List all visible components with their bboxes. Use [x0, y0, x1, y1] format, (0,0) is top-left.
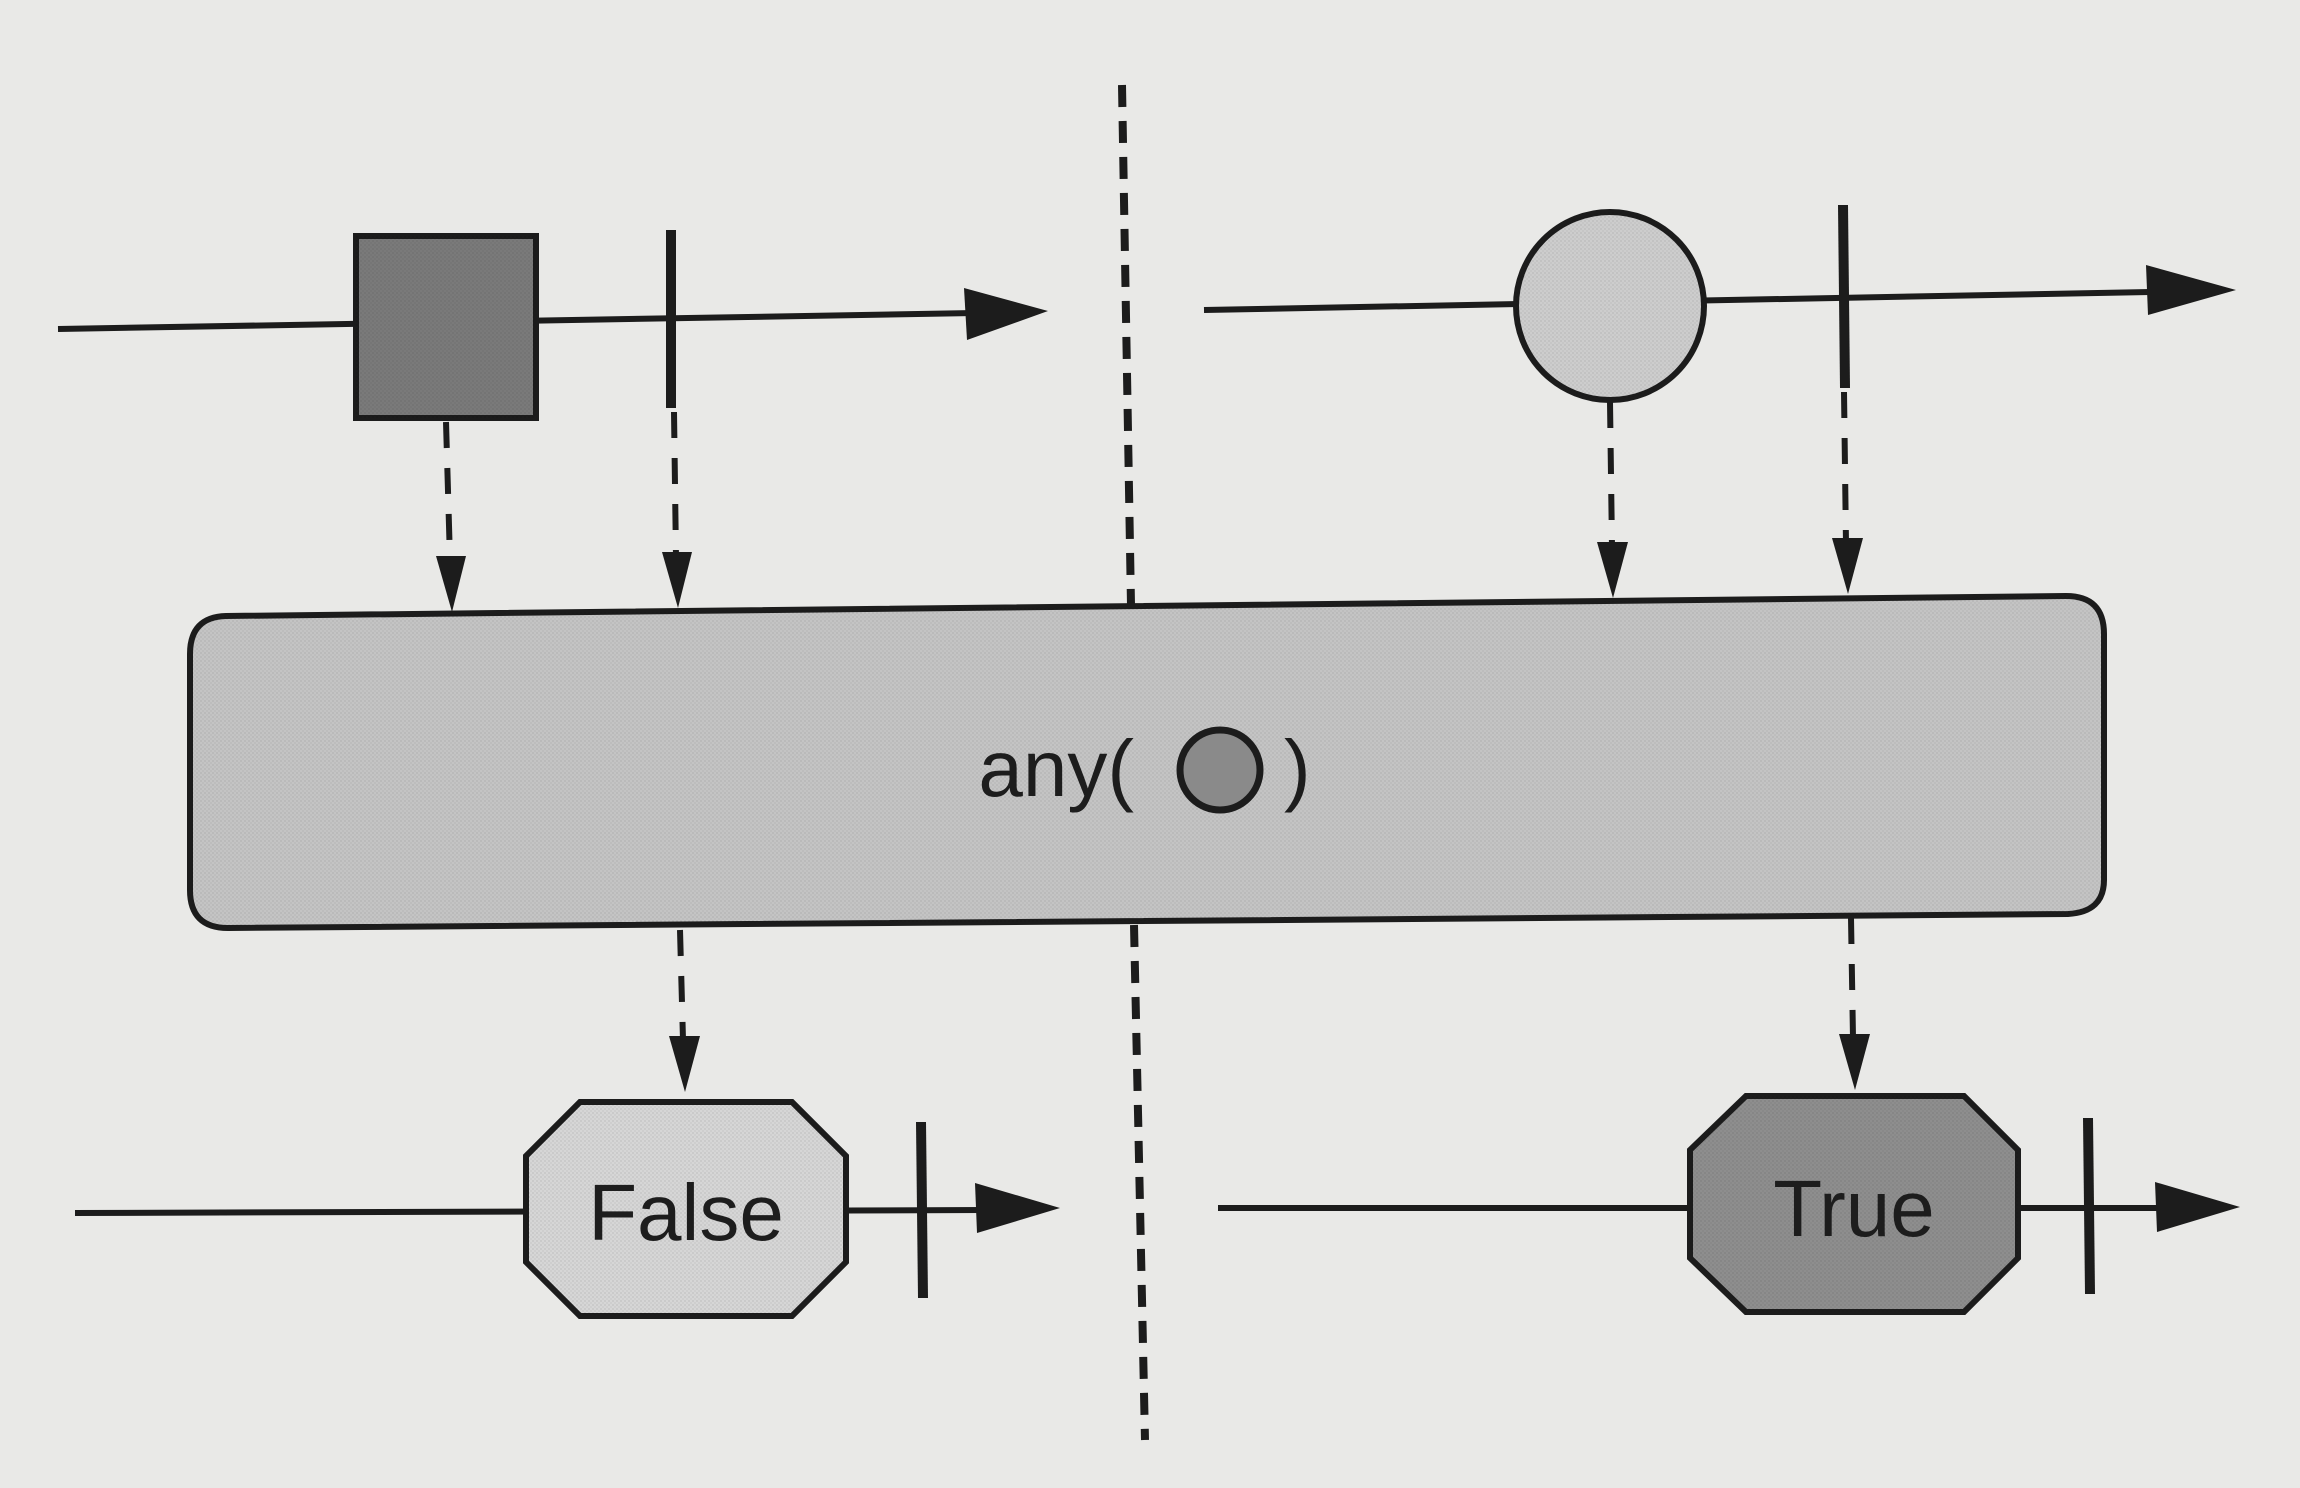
true-value-item: True: [1687, 1093, 2021, 1315]
arrow-down-icon: [436, 556, 466, 612]
completion-marker: [916, 1121, 928, 1299]
right-input-timeline: [1203, 204, 2236, 403]
arrow-down-icon: [1597, 542, 1628, 598]
operator-box: any( ): [187, 592, 2107, 932]
input-dashed-arrows: [436, 391, 1863, 612]
false-value-label: False: [588, 1168, 784, 1257]
completion-marker: [1838, 204, 1850, 389]
completion-marker: [2083, 1117, 2095, 1295]
left-input-timeline: [57, 230, 1048, 421]
arrow-head-icon: [964, 288, 1048, 340]
right-output-timeline: True: [1218, 1093, 2240, 1315]
circle-icon: [1176, 726, 1264, 814]
true-value-label: True: [1773, 1164, 1935, 1253]
arrow-down-icon: [669, 1036, 700, 1092]
arrow-down-icon: [662, 552, 692, 608]
circle-item: [1513, 209, 1707, 403]
output-dashed-arrows: [669, 917, 1870, 1092]
arrow-head-icon: [2146, 265, 2236, 315]
arrow-down-icon: [1832, 538, 1863, 594]
false-value-item: False: [523, 1099, 849, 1319]
arrow-head-icon: [975, 1183, 1060, 1233]
square-item: [353, 233, 539, 421]
operator-close-paren: ): [1284, 724, 1311, 813]
left-output-timeline: False: [74, 1099, 1060, 1319]
arrow-down-icon: [1839, 1034, 1870, 1090]
operator-label: any(: [978, 724, 1134, 813]
divider-dashed-line: [1118, 84, 1149, 1441]
arrow-head-icon: [2155, 1182, 2240, 1232]
